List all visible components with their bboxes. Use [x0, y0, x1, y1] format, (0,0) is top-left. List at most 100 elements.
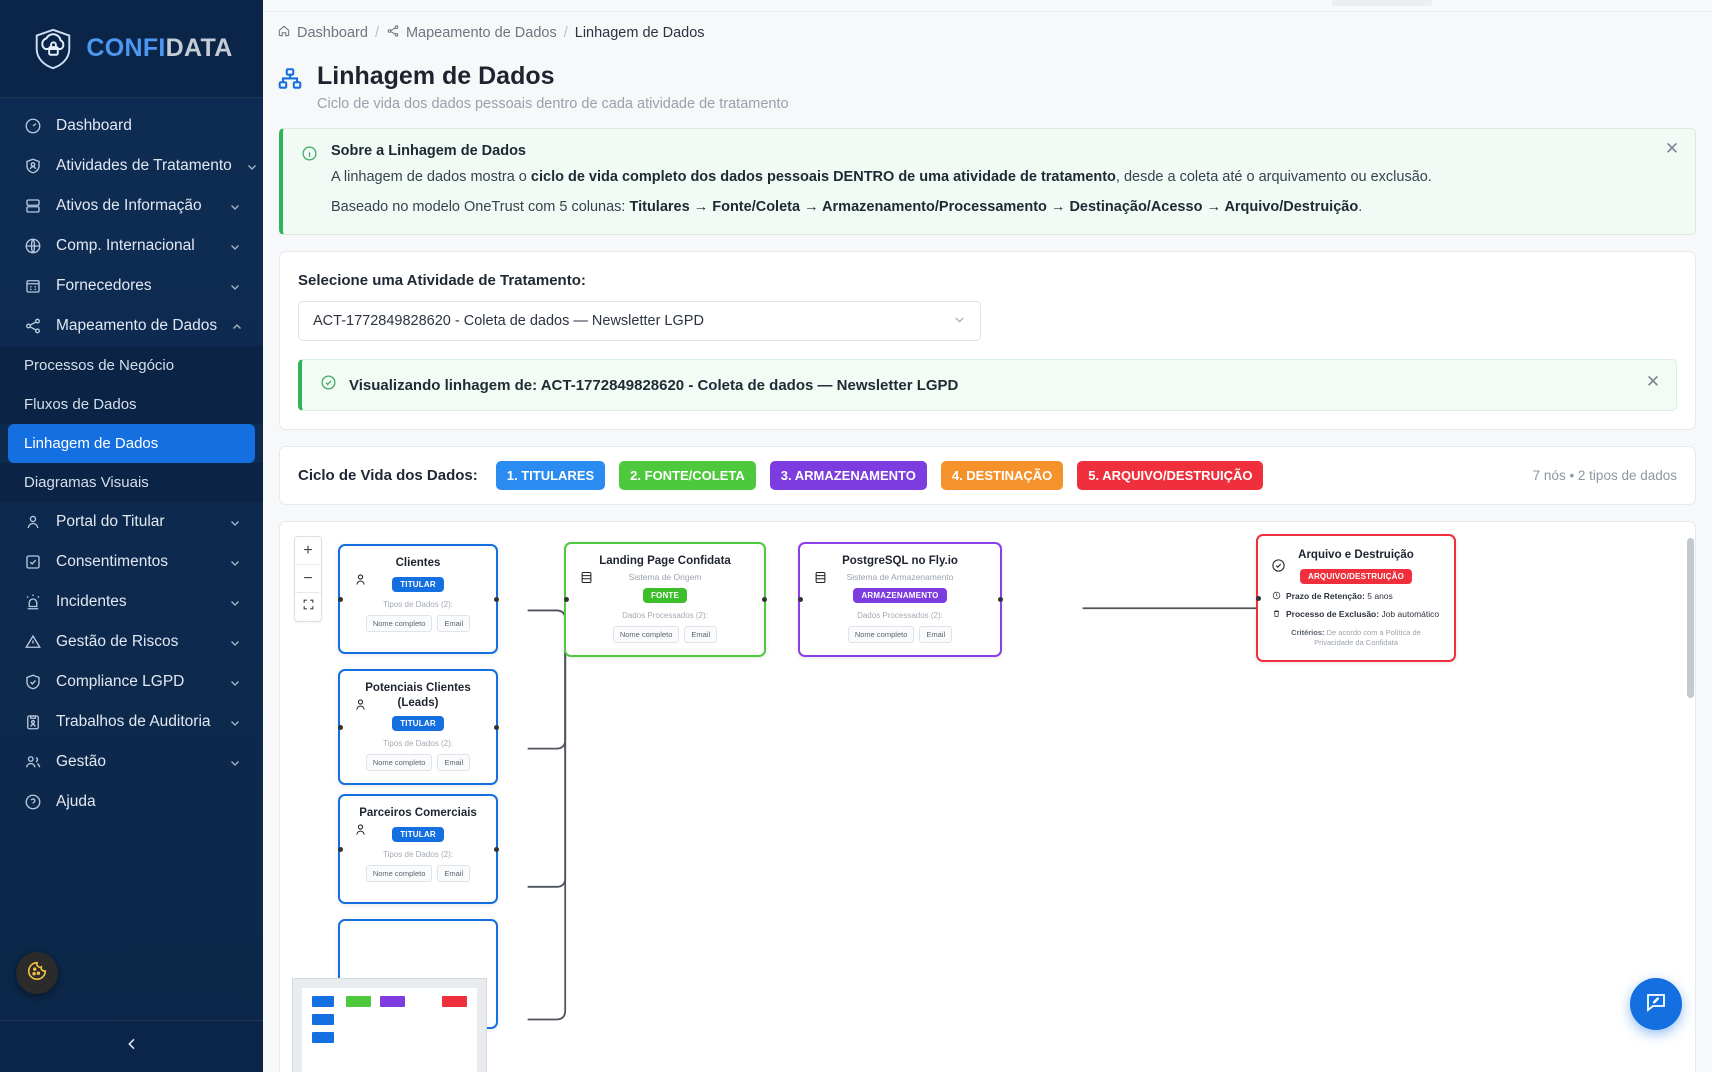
node-handle-right[interactable] [997, 596, 1003, 602]
brand-name-part1: CONFI [86, 34, 166, 62]
node-handle-left[interactable] [337, 596, 343, 602]
sidebar-item-comp-internacional[interactable]: Comp. Internacional [0, 226, 263, 266]
breadcrumb-item-dashboard[interactable]: Dashboard [277, 24, 368, 42]
sidebar-item-compliance-lgpd[interactable]: Compliance LGPD [0, 662, 263, 702]
sidebar-item-ajuda[interactable]: Ajuda [0, 782, 263, 822]
brand-logo-area[interactable]: CONFIDATA [0, 0, 263, 98]
lifecycle-badge-destinacao[interactable]: 4. DESTINAÇÃO [940, 461, 1064, 491]
sidebar-item-fornecedores[interactable]: Fornecedores [0, 266, 263, 306]
node-chip: Email [437, 614, 471, 632]
check-square-icon [24, 553, 42, 571]
node-handle-right[interactable] [493, 724, 499, 730]
node-criteria-value: De acordo com a Política de Privacidade … [1314, 627, 1421, 647]
node-handle-left[interactable] [1255, 595, 1261, 601]
sidebar-item-label: Atividades de Tratamento [56, 157, 232, 174]
activity-select[interactable]: ACT-1772849828620 - Coleta de dados — Ne… [298, 301, 981, 342]
chevron-down-icon [229, 556, 241, 568]
chevron-down-icon [229, 280, 241, 292]
node-subtitle: Sistema de Armazenamento [846, 571, 954, 582]
breadcrumb-item-mapeamento-de-dados[interactable]: Mapeamento de Dados [386, 24, 557, 42]
node-chip: Email [684, 625, 718, 643]
zoom-in-button[interactable]: + [295, 537, 321, 566]
building-icon [24, 277, 42, 295]
sidebar-item-portal-do-titular[interactable]: Portal do Titular [0, 502, 263, 542]
sidebar-item-trabalhos-de-auditoria[interactable]: Trabalhos de Auditoria [0, 702, 263, 742]
zoom-out-button[interactable]: − [295, 565, 321, 594]
node-chips: Nome completo Email [352, 614, 484, 632]
sidebar-item-gestao-de-riscos[interactable]: Gestão de Riscos [0, 622, 263, 662]
sidebar-subitem-fluxos-de-dados[interactable]: Fluxos de Dados [0, 385, 263, 424]
sidebar-item-ativos-de-informacao[interactable]: Ativos de Informação [0, 186, 263, 226]
info-line1-pre: A linhagem de dados mostra o [331, 168, 531, 185]
node-handle-left[interactable] [563, 596, 569, 602]
sidebar-item-label: Mapeamento de Dados [56, 317, 218, 334]
chevron-down-icon [229, 516, 241, 528]
siren-icon [24, 593, 42, 611]
user-icon [353, 822, 368, 842]
cookie-settings-button[interactable] [16, 952, 58, 994]
lineage-node-leads[interactable]: Potenciais Clientes (Leads) TITULAR Tipo… [337, 669, 499, 785]
node-badge: ARQUIVO/DESTRUIÇÃO [1299, 568, 1413, 584]
sidebar-item-consentimentos[interactable]: Consentimentos [0, 542, 263, 582]
minimap-block-armazenamento [380, 996, 405, 1008]
lineage-node-clientes[interactable]: Clientes TITULAR Tipos de Dados (2): Nom… [337, 544, 499, 655]
sidebar-subitem-diagramas-visuais[interactable]: Diagramas Visuais [0, 463, 263, 502]
sidebar-item-atividades-de-tratamento[interactable]: Atividades de Tratamento [0, 146, 263, 186]
node-fields-label: Dados Processados (2): [857, 610, 943, 620]
node-handle-right[interactable] [761, 596, 767, 602]
info-alert: Sobre a Linhagem de Dados A linhagem de … [279, 127, 1696, 236]
minimap-block-titulares [312, 996, 334, 1008]
sidebar-item-dashboard[interactable]: Dashboard [0, 106, 263, 146]
lifecycle-badge-titulares[interactable]: 1. TITULARES [495, 461, 606, 491]
lifecycle-badge-arquivo-destruicao[interactable]: 5. ARQUIVO/DESTRUIÇÃO [1077, 461, 1264, 491]
node-handle-right[interactable] [493, 596, 499, 602]
node-chips: Nome completo Email [352, 864, 484, 882]
lineage-node-postgresql[interactable]: PostgreSQL no Fly.io Sistema de Armazena… [797, 542, 1003, 657]
node-title: Landing Page Confidata [599, 555, 731, 568]
chevron-down-icon [229, 716, 241, 728]
sidebar-item-incidentes[interactable]: Incidentes [0, 582, 263, 622]
node-handle-left[interactable] [337, 724, 343, 730]
sidebar-item-label: Portal do Titular [56, 513, 165, 530]
node-chips: Nome completo Email [812, 625, 988, 643]
lifecycle-badge-fonte-coleta[interactable]: 2. FONTE/COLETA [619, 461, 756, 491]
globe-icon [24, 237, 42, 255]
server-icon [24, 197, 42, 215]
minimap[interactable] [292, 978, 487, 1072]
chevron-down-icon [246, 160, 258, 172]
sidebar-item-mapeamento-de-dados[interactable]: Mapeamento de Dados [0, 306, 263, 346]
lineage-node-parceiros[interactable]: Parceiros Comerciais TITULAR Tipos de Da… [337, 794, 499, 905]
close-icon[interactable]: ✕ [1645, 372, 1661, 392]
node-handle-left[interactable] [797, 596, 803, 602]
lineage-canvas[interactable]: + − [279, 521, 1696, 1072]
lineage-node-arquivo-destruicao[interactable]: Arquivo e Destruição ARQUIVO/DESTRUIÇÃO … [1255, 534, 1456, 662]
node-fields-label: Tipos de Dados (2): [383, 739, 453, 748]
sidebar-item-label: Compliance LGPD [56, 673, 185, 690]
close-icon[interactable]: ✕ [1664, 138, 1680, 158]
success-alert: Visualizando linhagem de: ACT-1772849828… [298, 359, 1677, 412]
sidebar-collapse-button[interactable] [0, 1020, 263, 1072]
node-chip: Email [437, 864, 471, 882]
trash-icon [1272, 609, 1281, 620]
sidebar-subitem-processos-de-negocio[interactable]: Processos de Negócio [0, 346, 263, 385]
node-criteria: Critérios: De acordo com a Política de P… [1272, 628, 1440, 648]
lifecycle-badge-armazenamento[interactable]: 3. ARMAZENAMENTO [769, 461, 927, 491]
node-badge: FONTE [642, 587, 688, 603]
sidebar-subitem-linhagem-de-dados[interactable]: Linhagem de Dados [8, 424, 255, 463]
database-icon [813, 570, 828, 590]
node-handle-right[interactable] [493, 846, 499, 852]
canvas-scrollbar[interactable] [1687, 538, 1694, 699]
gauge-icon [24, 117, 42, 135]
feedback-button[interactable] [1630, 978, 1682, 1030]
lineage-node-landing-page[interactable]: Landing Page Confidata Sistema de Origem… [563, 542, 767, 657]
lifecycle-summary: 7 nós • 2 tipos de dados [1532, 468, 1677, 484]
node-handle-left[interactable] [337, 846, 343, 852]
node-badge: TITULAR [392, 826, 444, 842]
fit-view-button[interactable] [295, 593, 321, 621]
sidebar-item-label: Gestão de Riscos [56, 633, 179, 650]
brand-name: CONFIDATA [86, 34, 232, 63]
node-chip: Email [437, 754, 471, 771]
sidebar-item-gestao[interactable]: Gestão [0, 742, 263, 782]
zoom-controls: + − [294, 536, 322, 623]
breadcrumb-separator: / [563, 25, 568, 41]
